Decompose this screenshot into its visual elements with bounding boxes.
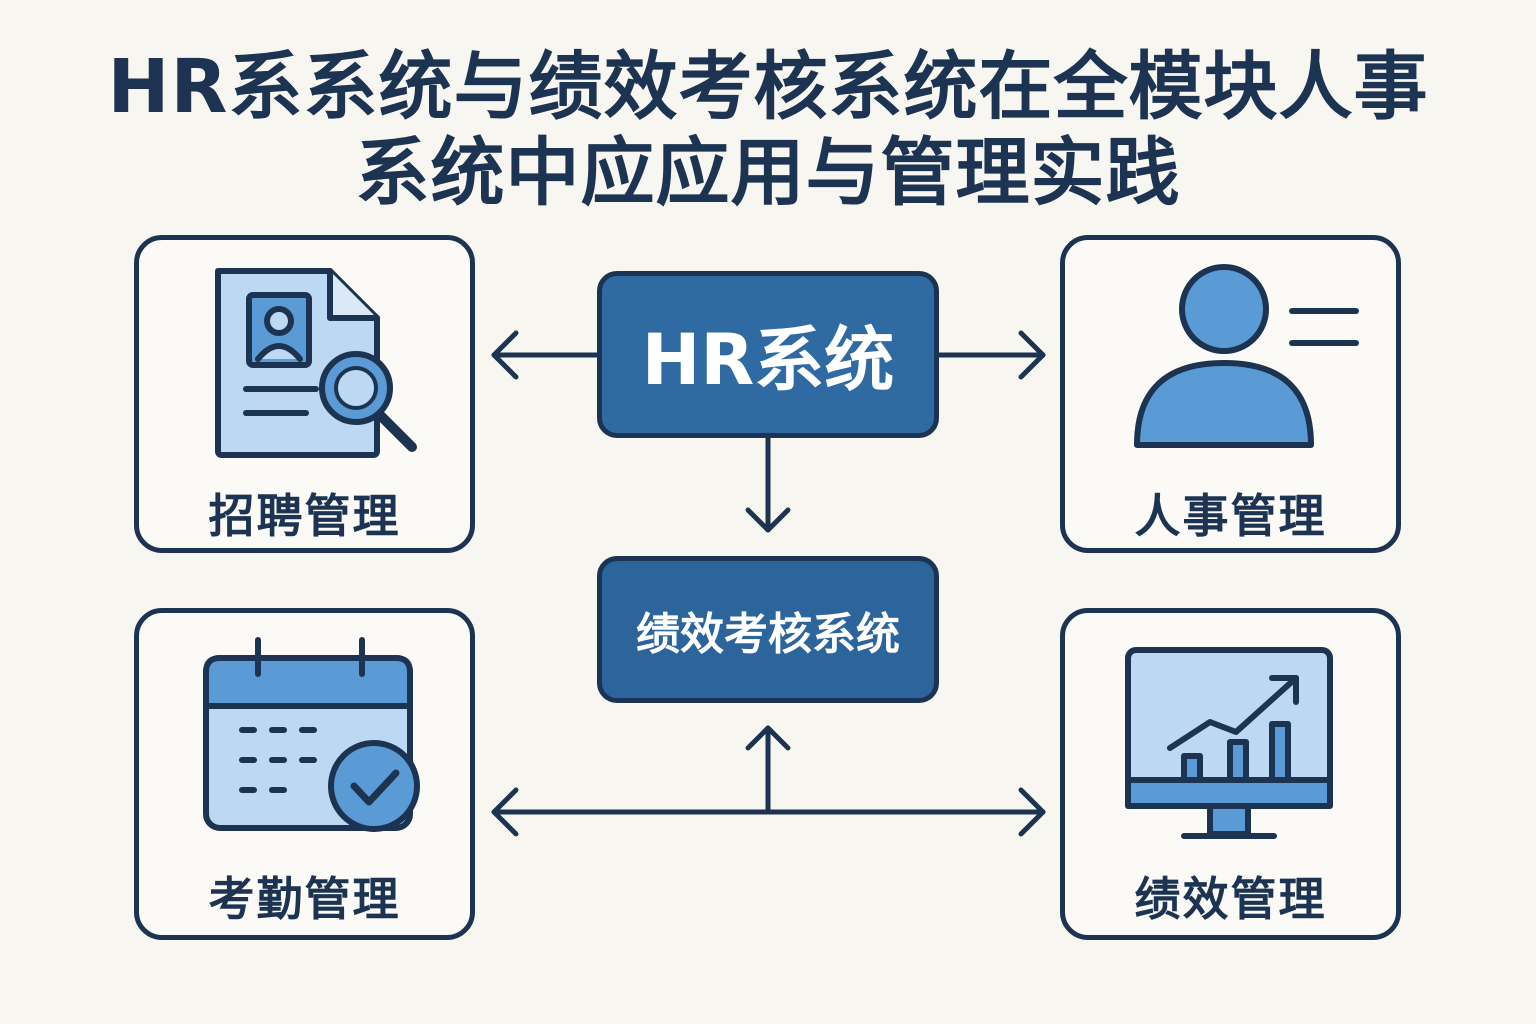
performance-system-label: 绩效考核系统 (636, 608, 900, 660)
performance-label: 绩效管理 (1134, 872, 1327, 926)
arrow-up-to-performance-system (745, 725, 791, 815)
calendar-check-icon (203, 637, 420, 832)
diagram-title-line-2: 系统中应应用与管理实践 (355, 130, 1181, 216)
resume-search-icon (215, 268, 417, 458)
hr-system-label: HR系统 (641, 319, 895, 401)
user-profile-icon (1134, 264, 1359, 448)
monitor-chart-icon (1125, 647, 1333, 839)
recruitment-label: 招聘管理 (208, 489, 401, 543)
recruitment-card: 招聘管理 (134, 235, 475, 553)
arrow-hr-to-personnel (935, 330, 1046, 380)
diagram-title-line-1: HR系系统与绩效考核系统在全模块人事 (107, 44, 1429, 130)
personnel-card: 人事管理 (1060, 235, 1401, 553)
arrow-hr-to-recruitment (491, 330, 601, 380)
personnel-label: 人事管理 (1134, 489, 1327, 543)
attendance-card: 考勤管理 (134, 608, 475, 940)
hr-system-box: HR系统 (597, 271, 939, 438)
arrow-hr-to-performance-system (745, 434, 791, 533)
attendance-label: 考勤管理 (208, 872, 401, 926)
performance-card: 绩效管理 (1060, 608, 1401, 940)
performance-system-box: 绩效考核系统 (597, 556, 939, 703)
